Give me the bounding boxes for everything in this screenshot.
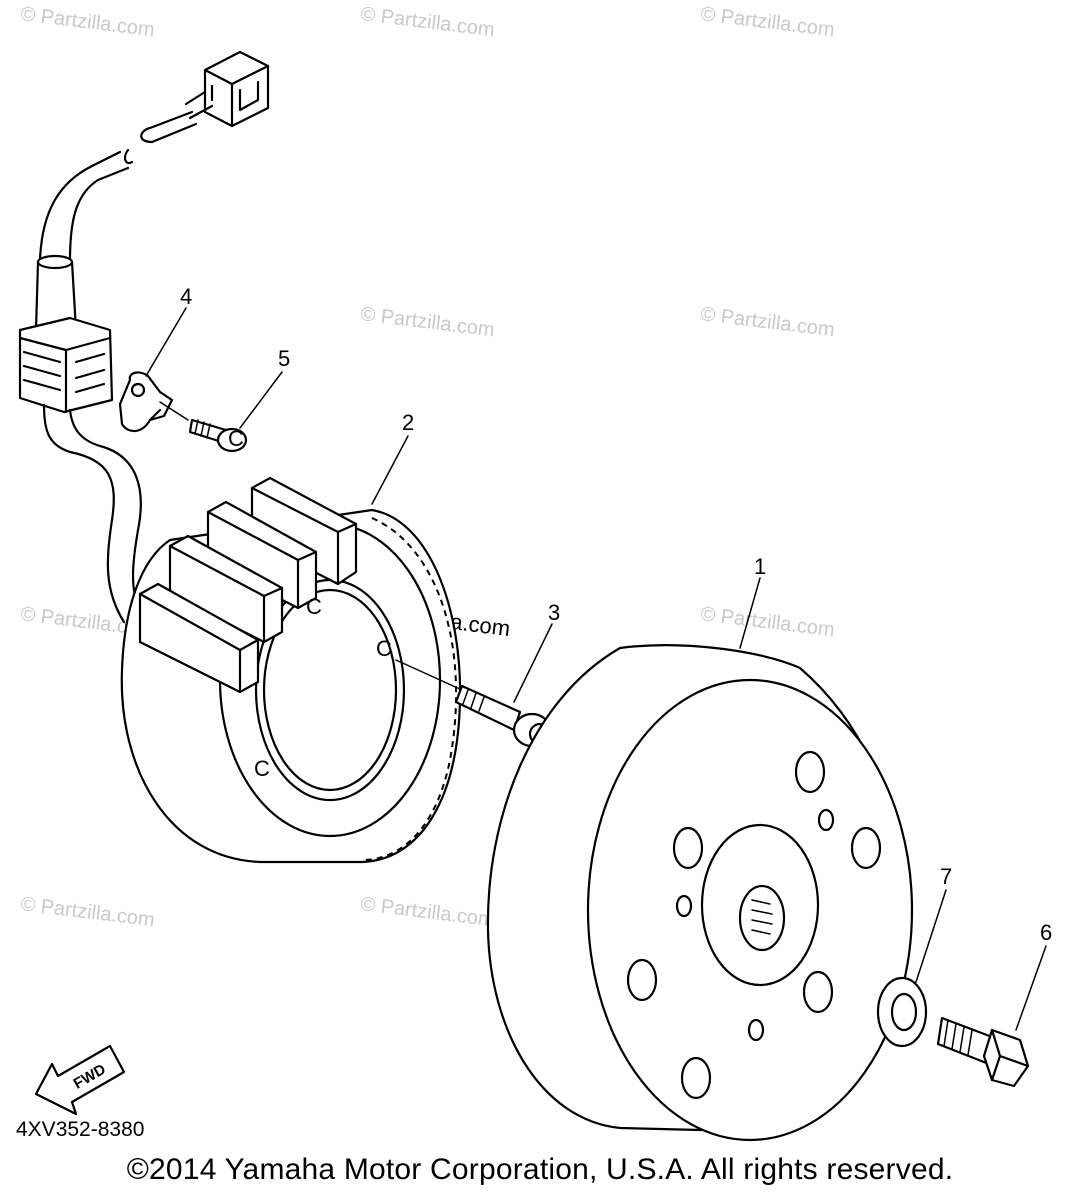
copyright-notice: ©2014 Yamaha Motor Corporation, U.S.A. A… <box>126 1153 954 1186</box>
wire-harness <box>18 50 270 624</box>
callout-2: 2 <box>402 410 414 435</box>
leader-lines <box>145 307 1047 1031</box>
part-7-washer <box>876 976 928 1048</box>
watermark-text: © Partzilla.com <box>359 3 495 41</box>
part-6-bolt <box>936 1016 1030 1088</box>
watermark-text: © Partzilla.com <box>699 3 835 41</box>
callout-5: 5 <box>278 346 290 371</box>
part-2-stator: C C C <box>120 476 462 864</box>
callout-3: 3 <box>548 600 560 625</box>
part-1-flywheel <box>486 644 914 1142</box>
forward-direction-arrow: FWD <box>34 1044 126 1116</box>
diagram-code: 4XV352-8380 <box>16 1118 144 1141</box>
callout-1: 1 <box>754 554 766 579</box>
watermark-text: © Partzilla.com <box>359 303 495 341</box>
callout-6: 6 <box>1040 920 1052 945</box>
callout-4: 4 <box>180 284 192 309</box>
watermark-text: © Partzilla.com <box>19 893 155 931</box>
part-marking: C <box>376 636 392 661</box>
watermark-text: © Partzilla.com <box>699 303 835 341</box>
callout-7: 7 <box>940 864 952 889</box>
watermark-text: © Partzilla.com <box>19 3 155 41</box>
part-marking: C <box>254 756 270 781</box>
watermark-text: © Partzilla.com <box>699 603 835 641</box>
part-4-lead-holder <box>118 371 174 433</box>
part-5-screw: C <box>159 401 248 453</box>
part-marking: C <box>228 426 244 451</box>
part-marking: C <box>306 594 322 619</box>
watermark-text: © Partzilla.com <box>359 893 495 931</box>
